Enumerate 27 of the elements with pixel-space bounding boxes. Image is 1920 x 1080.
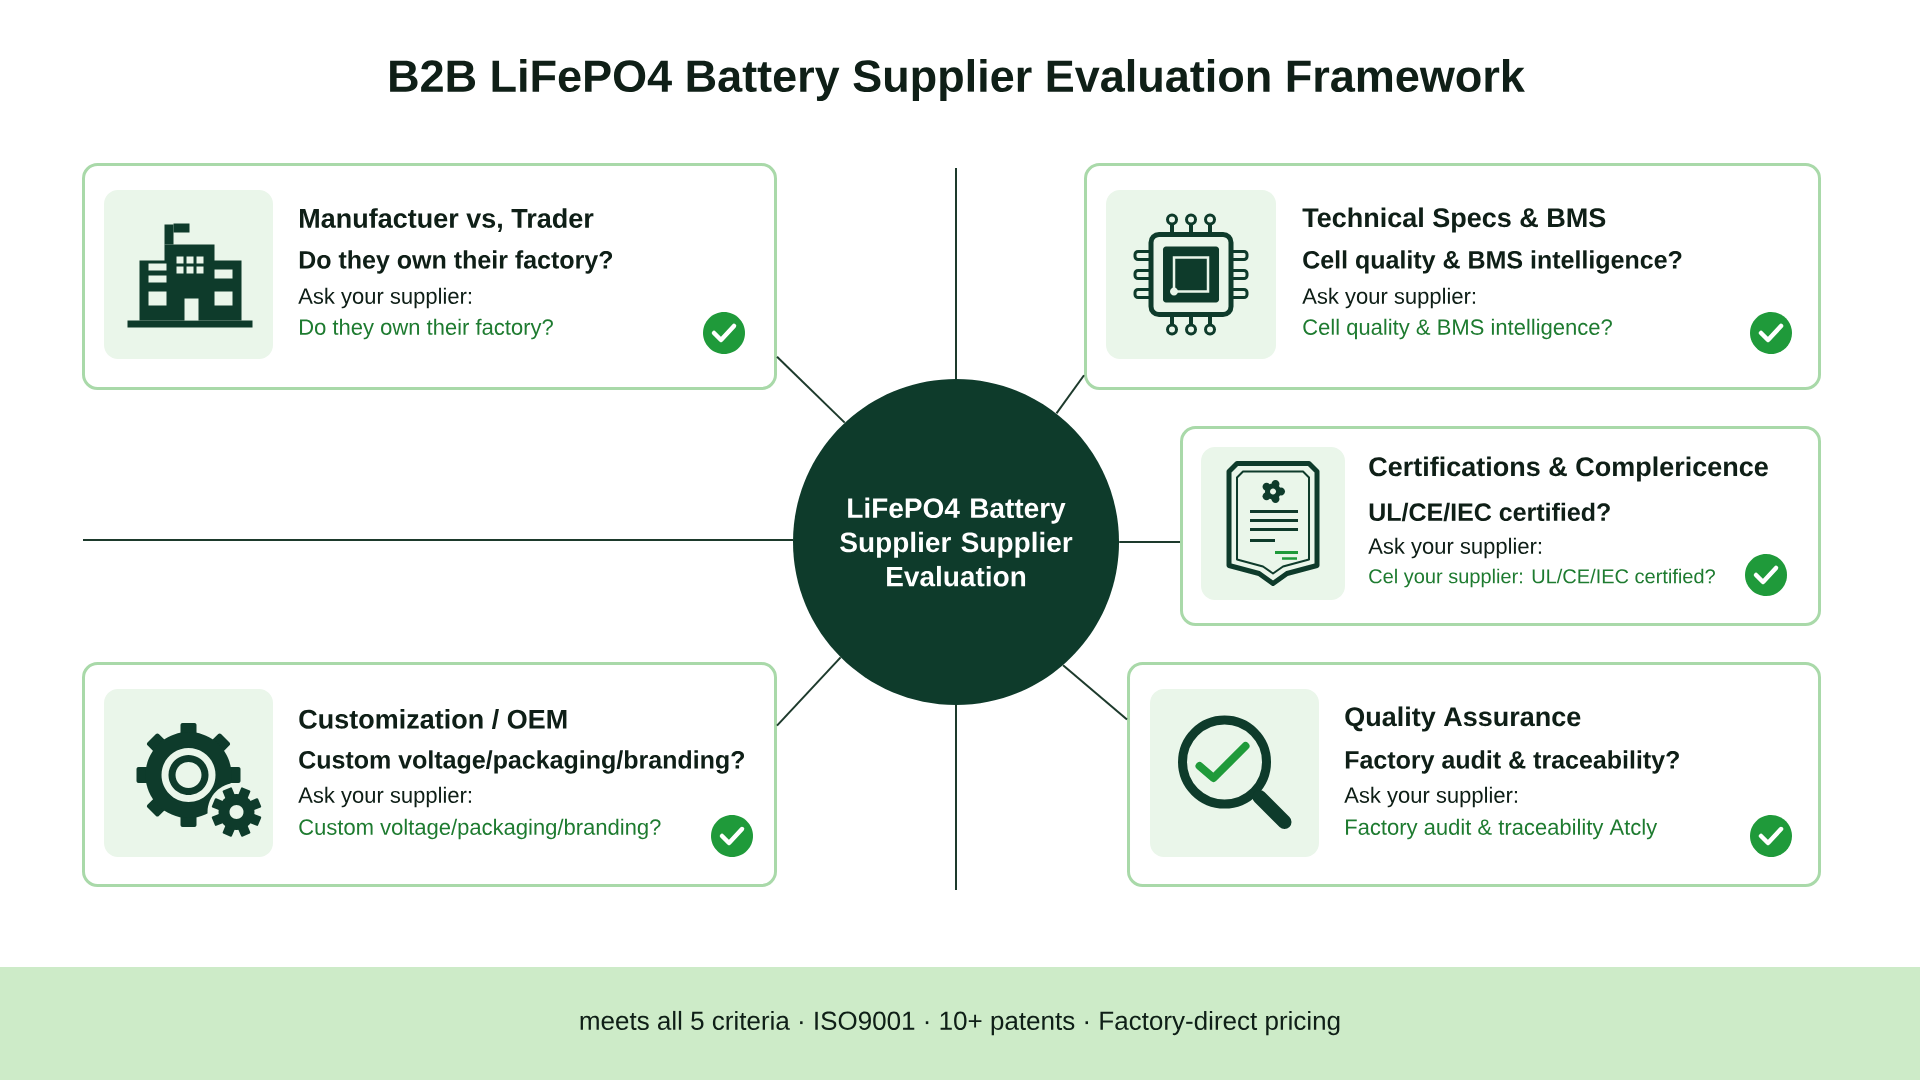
- card-title: Certifications & Complericence: [1369, 456, 1768, 482]
- footer-banner: meets all 5 criteria · ISO9001 · 10+ patents · Factory-direct pricing: [0, 967, 1920, 1080]
- question-text: Factory audit & traceability?: [1345, 750, 1679, 774]
- question-text: Cell quality & BMS intelligence?: [1303, 250, 1682, 274]
- connector-line: [776, 656, 842, 727]
- prompt-text: Ask your supplier:: [1368, 537, 1541, 559]
- question-text: UL/CE/IEC certified?: [1369, 502, 1610, 522]
- prompt-text: Ask your supplier:: [298, 786, 471, 808]
- prompt-text: Ask your supplier:: [1344, 786, 1517, 808]
- highlight-question: Cell quality & BMS intelligence?: [1303, 318, 1612, 340]
- connector-line: [1062, 664, 1128, 721]
- connector-line: [1055, 374, 1085, 415]
- highlight-question: Do they own their factory?: [300, 318, 553, 340]
- card-title: Manufactuer vs, Trader: [300, 208, 594, 232]
- prompt-text: Ask your supplier:: [1302, 287, 1475, 309]
- connector-line: [1118, 541, 1181, 543]
- question-text: Do they own their factory?: [299, 250, 613, 274]
- connector-line: [776, 355, 846, 424]
- title: B2B LiFePO4 Battery Supplier Evaluation Framework: [390, 59, 1525, 101]
- card-title: Customization / OEM: [299, 708, 567, 730]
- highlight-question: Factory audit & traceability Atcly: [1346, 818, 1658, 840]
- prompt-text: Ask your supplier:: [298, 287, 471, 309]
- highlight-question: Cel your supplier: UL/CE/IEC certified?: [1369, 568, 1715, 588]
- question-text: Custom voltage/packaging/branding?: [299, 750, 745, 774]
- highlight-question: Custom voltage/packaging/branding?: [299, 818, 661, 840]
- card-title: Quality Assurance: [1345, 706, 1581, 732]
- card-title: Technical Specs & BMS: [1302, 207, 1606, 233]
